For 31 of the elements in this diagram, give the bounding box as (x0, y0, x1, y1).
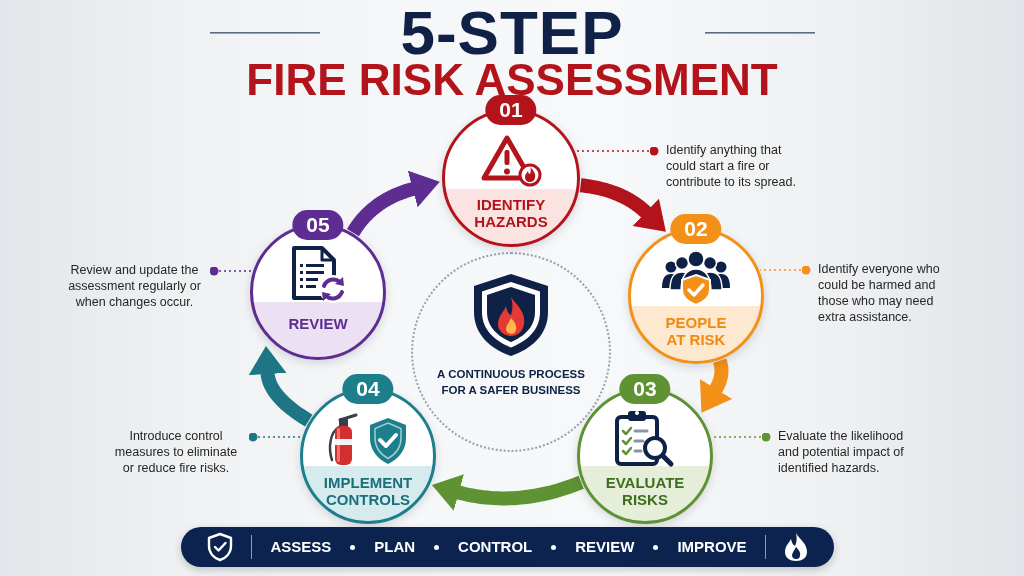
leader-line (711, 432, 771, 442)
leader-line (759, 265, 811, 275)
step-title: REVIEW (288, 314, 348, 332)
step-description: Introduce control measures to eliminate or reduce fire risks. (111, 428, 253, 476)
bar-keyword: IMPROVE (677, 538, 747, 556)
bar-keyword: REVIEW (575, 538, 635, 556)
step-number-badge: 02 (670, 214, 722, 244)
step-description: Identify everyone who could be harmed and those who may need extra assistance. (806, 261, 956, 325)
dashed-circle (411, 252, 611, 452)
step-number-badge: 01 (485, 95, 537, 125)
step-description: Identify anything that could start a fire or contribute to its spread. (654, 142, 806, 190)
leader-line (209, 266, 253, 276)
step-title: IMPLEMENT CONTROLS (322, 474, 414, 508)
step-number-badge: 05 (292, 210, 344, 240)
step-title: IDENTIFY HAZARDS (473, 196, 549, 230)
step-number-badge: 04 (342, 374, 394, 404)
step-number-badge: 03 (619, 374, 671, 404)
bar-keyword: CONTROL (458, 538, 533, 556)
keyword-bar (181, 527, 834, 567)
leader-line (575, 146, 659, 156)
bar-keyword: ASSESS (270, 538, 332, 556)
bar-keyword: PLAN (374, 538, 416, 556)
curved-arrow (431, 474, 585, 511)
step-description: Review and update the assessment regularly or when changes occur. (67, 262, 214, 310)
center-caption: A CONTINUOUS PROCESS FOR A SAFER BUSINESS (436, 367, 586, 398)
curved-arrow (248, 346, 313, 427)
leader-line (248, 432, 302, 442)
step-title: EVALUATE RISKS (604, 474, 686, 508)
step-description: Evaluate the likelihood and potential impact of identified hazards. (766, 428, 918, 476)
step-title: PEOPLE AT RISK (664, 314, 728, 348)
curved-arrow (347, 170, 440, 238)
